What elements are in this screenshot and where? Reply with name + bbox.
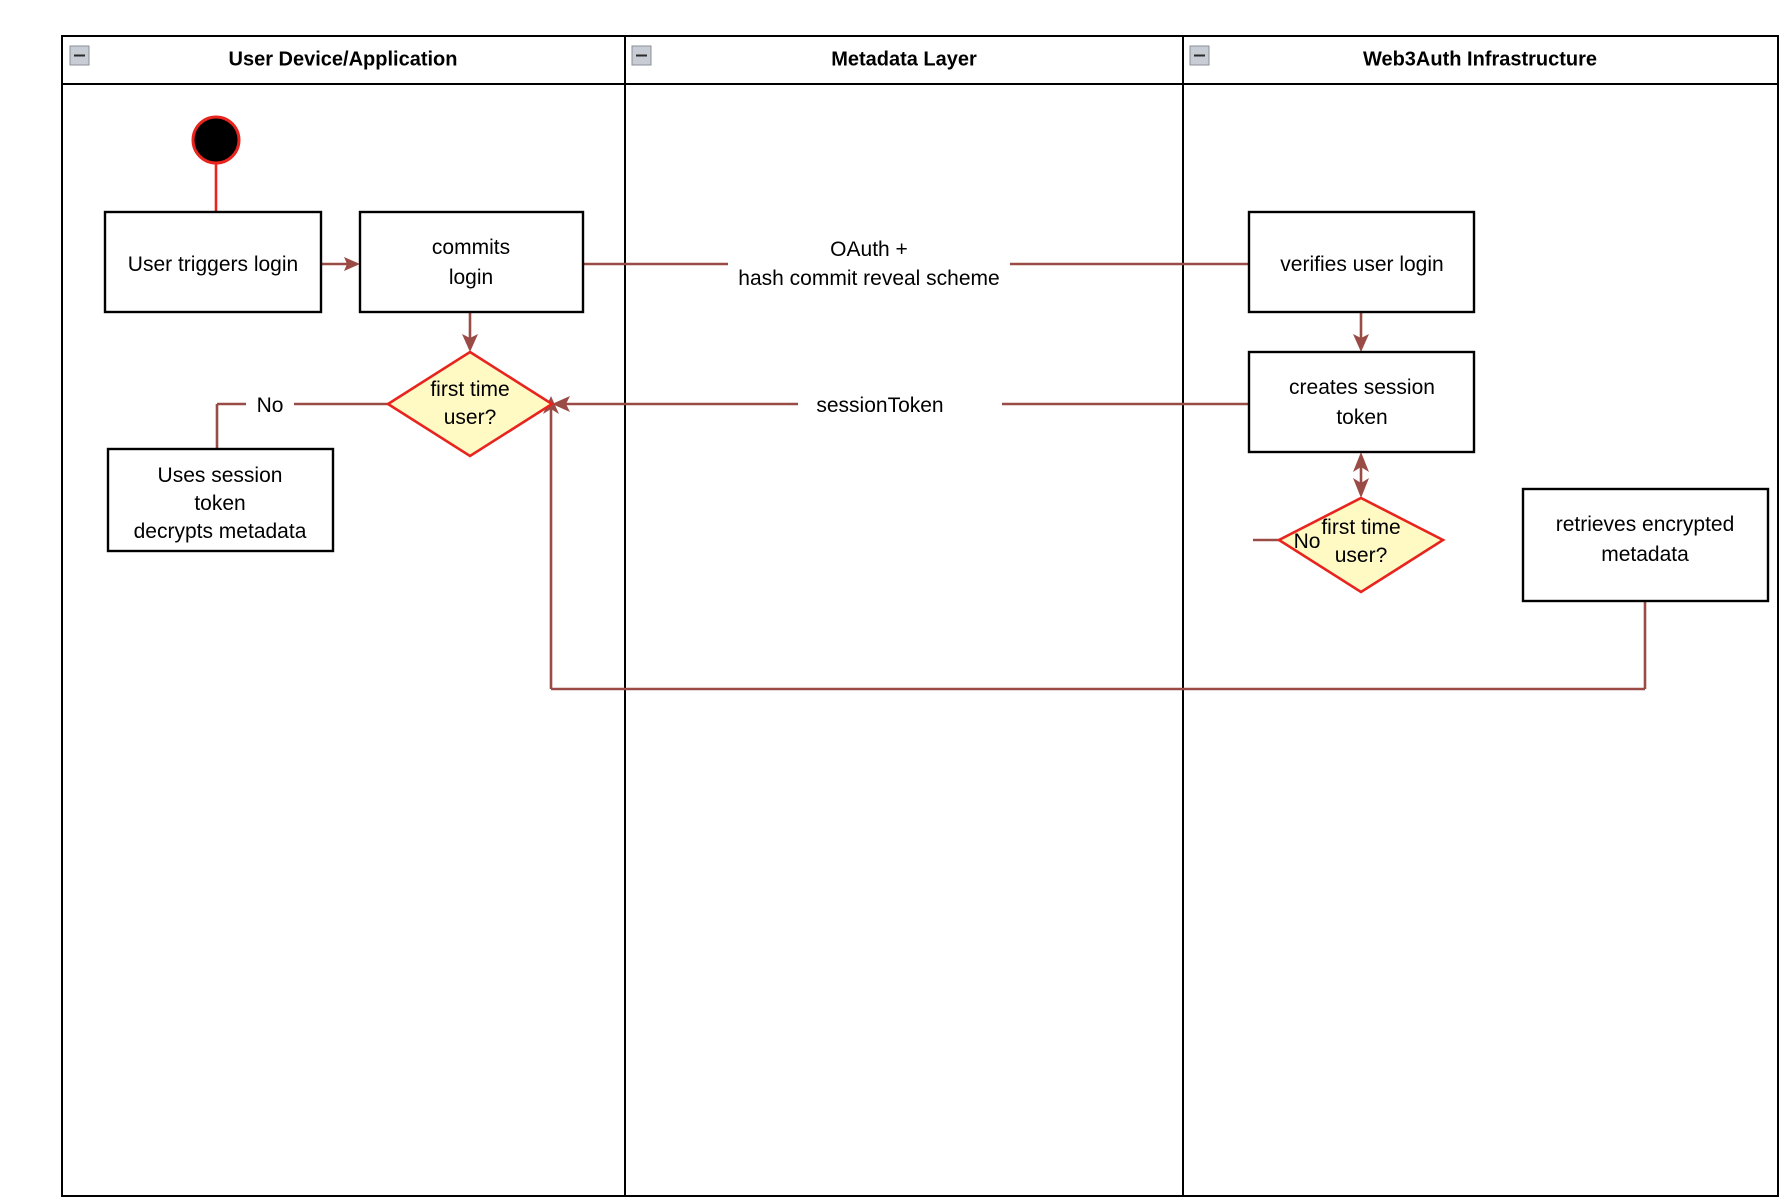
node-verifies-user-login[interactable]: verifies user login	[1247, 210, 1476, 314]
edge-label-oauth-line2: hash commit reveal scheme	[738, 267, 999, 290]
collapse-minus-icon[interactable]	[69, 45, 90, 66]
node-verifies-user-login-label: verifies user login	[1280, 253, 1443, 276]
node-uses-session-token[interactable]: Uses session token decrypts metadata	[106, 447, 335, 553]
arrow-head-icon	[552, 396, 570, 412]
node-commits-login-label-line2: login	[449, 266, 493, 289]
edge-label-oauth-line1: OAuth +	[830, 238, 908, 261]
node-retrieves-encrypted-metadata-line1: retrieves encrypted	[1556, 513, 1735, 536]
node-decision-left-label-line2: user?	[444, 406, 497, 429]
lane-title-user-device: User Device/Application	[229, 48, 458, 70]
node-retrieves-encrypted-metadata[interactable]: retrieves encrypted metadata	[1521, 487, 1770, 603]
node-decision-first-time-user-left[interactable]: first time user?	[385, 350, 555, 458]
arrow-head-icon	[1353, 334, 1369, 352]
arrow-head-icon	[344, 257, 360, 271]
node-creates-session-token-line2: token	[1336, 406, 1387, 429]
start-node	[191, 115, 241, 165]
arrow-head-icon	[462, 334, 478, 352]
arrow-head-icon	[1353, 478, 1369, 498]
node-decision-left-label-line1: first time	[430, 378, 509, 401]
node-uses-session-token-line1: Uses session	[158, 464, 283, 487]
arrow-head-icon	[1353, 452, 1369, 472]
edge-label-no-left: No	[257, 394, 284, 417]
node-decision-right-label-line2: user?	[1335, 544, 1388, 567]
node-uses-session-token-line2: token	[194, 492, 245, 515]
collapse-minus-icon[interactable]	[1189, 45, 1210, 66]
edge-label-no-right: No	[1294, 530, 1321, 553]
edge-label-session-token: sessionToken	[816, 394, 943, 417]
node-commits-login[interactable]: commits login	[358, 210, 585, 314]
lane-header-web3auth: Web3Auth Infrastructure	[1189, 45, 1597, 70]
node-user-triggers-login-label: User triggers login	[128, 253, 298, 276]
lane-header-metadata: Metadata Layer	[631, 45, 977, 70]
node-creates-session-token[interactable]: creates session token	[1247, 350, 1476, 454]
lane-header-user-device: User Device/Application	[69, 45, 458, 70]
node-retrieves-encrypted-metadata-line2: metadata	[1601, 543, 1689, 566]
node-user-triggers-login[interactable]: User triggers login	[103, 210, 323, 314]
node-creates-session-token-line1: creates session	[1289, 376, 1435, 399]
node-decision-first-time-user-right[interactable]: first time user?	[1276, 496, 1446, 594]
lane-title-web3auth: Web3Auth Infrastructure	[1363, 48, 1597, 70]
collapse-minus-icon[interactable]	[631, 45, 652, 66]
node-uses-session-token-line3: decrypts metadata	[134, 520, 307, 543]
lane-title-metadata: Metadata Layer	[831, 48, 977, 70]
node-commits-login-label-line1: commits	[432, 236, 510, 259]
swimlane-frame	[61, 35, 1779, 1197]
node-decision-right-label-line1: first time	[1321, 516, 1400, 539]
